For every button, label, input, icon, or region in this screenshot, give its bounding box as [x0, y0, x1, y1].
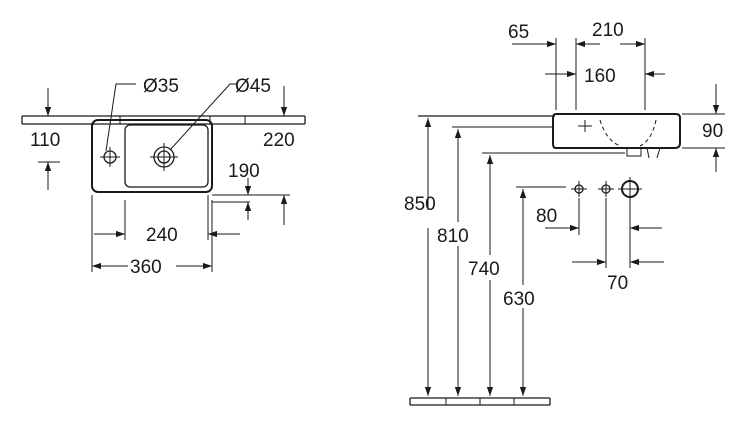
label-hole-left: Ø35 — [143, 76, 179, 97]
dim-190: 190 — [228, 161, 260, 182]
dim-240: 240 — [146, 225, 178, 246]
dim-80: 80 — [536, 206, 557, 227]
dim-70: 70 — [607, 273, 628, 294]
dim-850: 850 — [404, 194, 436, 215]
dim-110: 110 — [30, 130, 60, 151]
tap-hole-icon — [100, 147, 120, 167]
dim-90: 90 — [702, 121, 723, 142]
label-hole-right: Ø45 — [235, 76, 271, 97]
side-view: 65 210 160 90 850 810 740 630 — [404, 20, 725, 406]
waste-connection-icon — [618, 177, 642, 201]
plan-view: Ø35 Ø45 110 220 190 240 360 — [21, 76, 306, 278]
dim-810: 810 — [437, 226, 469, 247]
dim-740: 740 — [468, 259, 500, 280]
dim-360: 360 — [130, 257, 162, 278]
dim-630: 630 — [503, 289, 535, 310]
water-connection-icon — [571, 181, 587, 197]
drain-hole-icon — [150, 143, 178, 171]
dim-220: 220 — [263, 130, 295, 151]
dim-210: 210 — [592, 20, 624, 41]
dim-65: 65 — [508, 22, 529, 43]
water-connection-icon — [598, 181, 614, 197]
side-floor — [409, 397, 551, 406]
side-basin — [552, 113, 681, 159]
dim-160: 160 — [584, 66, 616, 87]
plan-basin — [91, 119, 213, 193]
